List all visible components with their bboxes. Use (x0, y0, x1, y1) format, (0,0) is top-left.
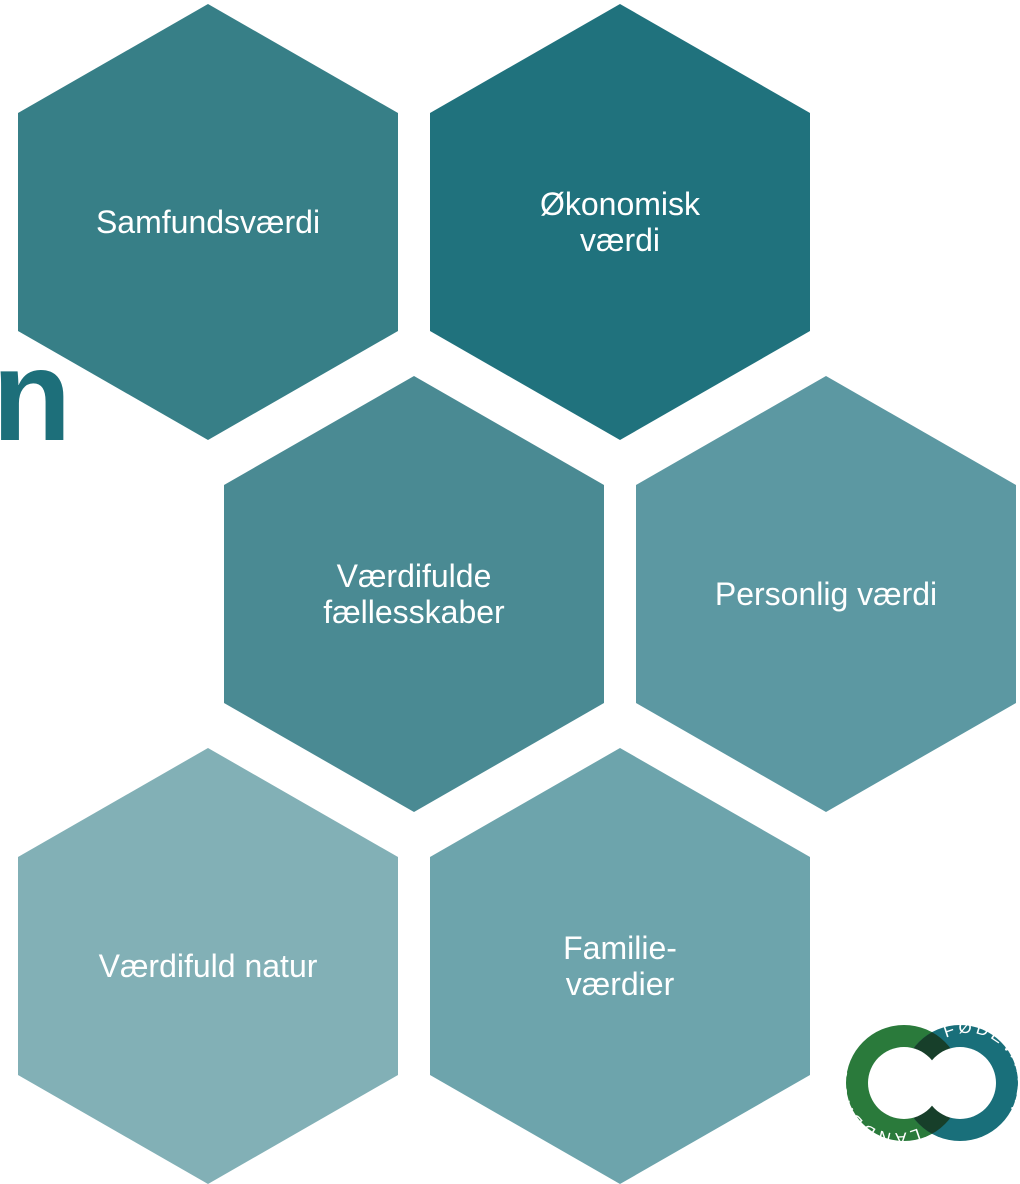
hexagon-label: Familie- værdier (563, 930, 677, 1002)
hexagon-label: Værdifuld natur (98, 948, 318, 984)
hexagon-personlig-vaerdi: Personlig værdi (636, 376, 1016, 812)
hexagon-label: Værdifulde fællesskaber (323, 558, 505, 630)
hexagon-label: Personlig værdi (714, 576, 938, 612)
hexagon-familievaerdier: Familie- værdier (430, 748, 810, 1184)
logo-left-hole (868, 1047, 940, 1119)
hexagon-vaerdifuld-natur: Værdifuld natur (18, 748, 398, 1184)
landbrug-foedevarer-logo: LANDBRUG FØDEVARER (844, 1018, 1020, 1148)
hexagon-samfundsvaerdi: Samfundsværdi (18, 4, 398, 440)
hexagon-vaerdifulde-faellesskaber: Værdifulde fællesskaber (224, 376, 604, 812)
logo-right-hole (924, 1047, 996, 1119)
hexagon-oekonomisk-vaerdi: Økonomisk værdi (430, 4, 810, 440)
hexagon-label: Økonomisk værdi (539, 186, 701, 258)
hexagon-label: Samfundsværdi (95, 204, 321, 240)
